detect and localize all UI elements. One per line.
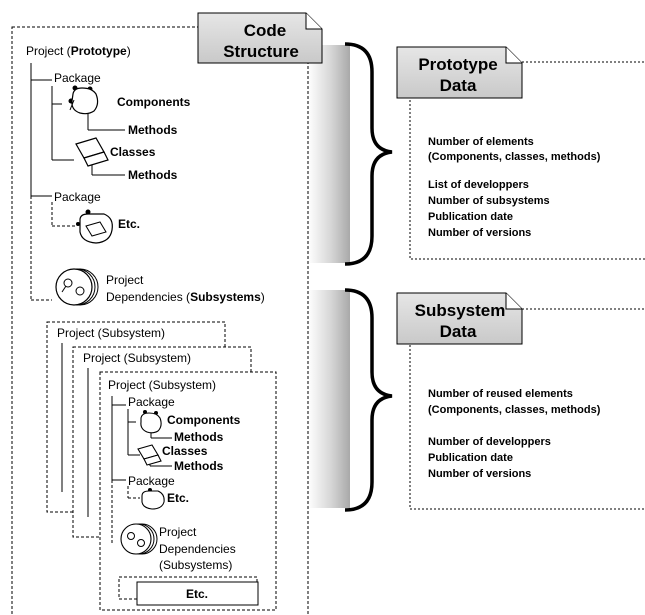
subsystem-data-item: Publication date <box>428 452 513 464</box>
prototype-data-item: (Components, classes, methods) <box>428 151 601 163</box>
prototype-tree-dashed-lines <box>30 196 76 301</box>
prototype-data-title-line1: Prototype <box>418 55 497 74</box>
dependencies-line2: Dependencies (Subsystems) <box>106 290 265 304</box>
subsystem-data-item: Number of reused elements <box>428 388 573 400</box>
code-structure-frame <box>11 26 309 615</box>
subsystem-data-title-line2: Data <box>440 322 477 341</box>
dependencies-line1: Project <box>106 273 144 287</box>
subsystem-component-icon <box>140 410 162 434</box>
code-structure-title: Code Structure <box>197 12 323 64</box>
dependencies-icon <box>55 268 99 306</box>
package1-components-label: Components <box>117 95 191 109</box>
subsystem-data-item: Number of versions <box>428 468 531 480</box>
subsystem-dependencies-line2: Dependencies <box>159 542 236 556</box>
subsystem-data-list: Number of reused elements (Components, c… <box>428 388 601 480</box>
subsystem-tree-dashed-lines <box>111 480 140 545</box>
subsystem-data-item: (Components, classes, methods) <box>428 404 601 416</box>
subsystem-box-front <box>99 371 277 611</box>
subsystem-back2-label: Project (Subsystem) <box>83 351 191 365</box>
component-icon <box>68 85 99 115</box>
project-prototype-label: Project (Prototype) <box>26 44 131 58</box>
subsystem-classes-methods-label: Methods <box>174 459 224 473</box>
subsystem-brace <box>344 288 393 512</box>
subsystem-package1-label: Package <box>128 395 175 409</box>
package2-label: Package <box>54 190 101 204</box>
prototype-data-item: Number of subsystems <box>428 195 550 207</box>
prototype-data-title-line2: Data <box>440 76 477 95</box>
etc-component-icon <box>76 209 113 244</box>
subsystem-components-label: Components <box>167 413 241 427</box>
package1-label: Package <box>54 71 101 85</box>
subsystem-front-label: Project (Subsystem) <box>108 378 216 392</box>
package1-components-methods-label: Methods <box>128 123 178 137</box>
subsystem-data-title-line1: Subsystem <box>415 301 506 320</box>
package1-classes-methods-label: Methods <box>128 168 178 182</box>
subsystem-data-title: Subsystem Data <box>396 292 523 345</box>
subsystem-dependencies-line3: (Subsystems) <box>159 558 232 572</box>
class-icon <box>75 137 109 167</box>
subsystem-classes-label: Classes <box>162 444 208 458</box>
subsystem-package2-label: Package <box>128 474 175 488</box>
code-structure-title-line2: Structure <box>223 42 299 61</box>
subsystem-data-item: Number of developpers <box>428 436 551 448</box>
prototype-connector-band <box>308 45 350 263</box>
prototype-data-title: Prototype Data <box>396 46 523 99</box>
package2-etc-label: Etc. <box>118 217 140 231</box>
package1-classes-label: Classes <box>110 145 156 159</box>
subsystem-dependencies-line1: Project <box>159 525 197 539</box>
code-structure-title-line1: Code <box>244 21 287 40</box>
prototype-data-item: Publication date <box>428 211 513 223</box>
prototype-data-item: List of developpers <box>428 179 529 191</box>
subsystem-components-methods-label: Methods <box>174 430 224 444</box>
subsystem-etc-label: Etc. <box>186 587 208 601</box>
subsystem-etc-box-front <box>136 581 259 606</box>
prototype-data-list: Number of elements (Components, classes,… <box>428 136 601 239</box>
subsystem-package2-etc-label: Etc. <box>167 491 189 505</box>
subsystem-etc-icon <box>141 488 165 510</box>
prototype-brace <box>344 42 393 266</box>
prototype-tree-lines <box>30 63 125 197</box>
subsystem-connector-band <box>308 290 350 508</box>
subsystem-dependencies-icon <box>120 523 158 555</box>
subsystem-back1-label: Project (Subsystem) <box>57 326 165 340</box>
subsystem-class-icon <box>137 444 162 466</box>
prototype-data-item: Number of versions <box>428 227 531 239</box>
prototype-data-item: Number of elements <box>428 136 534 148</box>
